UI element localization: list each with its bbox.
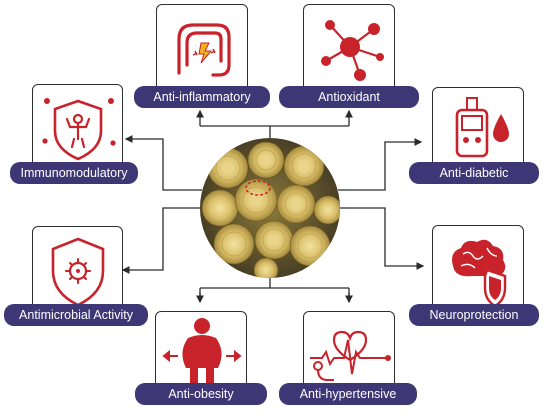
- connector-left-upper: [124, 135, 202, 191]
- obese-person-icon: [162, 318, 242, 384]
- brain-shield-icon: [452, 239, 507, 308]
- card-antioxidant: [303, 4, 395, 96]
- label-anti-hypertensive: Anti-hypertensive: [279, 383, 417, 405]
- label-anti-obesity: Anti-obesity: [135, 383, 267, 405]
- connector-bottom: [199, 278, 350, 296]
- card-neuroprotection: [432, 225, 524, 317]
- card-immunomodulatory: [32, 84, 123, 176]
- label-anti-inflammatory: Anti-inflammatory: [134, 86, 270, 108]
- connector-right-lower: [338, 207, 425, 270]
- connector-right-upper: [338, 138, 423, 191]
- label-neuroprotection: Neuroprotection: [409, 304, 539, 326]
- strong-person-shield-icon: [42, 98, 116, 168]
- label-antimicrobial: Antimicrobial Activity: [4, 304, 148, 326]
- card-anti-inflammatory: [156, 4, 248, 96]
- molecule-network-icon: [321, 20, 384, 81]
- glucose-meter-icon: [455, 97, 509, 158]
- connector-top: [199, 112, 350, 138]
- connector-left-lower: [121, 207, 202, 274]
- label-immunomodulatory: Immunomodulatory: [10, 162, 138, 184]
- label-antioxidant: Antioxidant: [279, 86, 419, 108]
- inflamed-intestine-icon: [177, 23, 231, 77]
- label-anti-diabetic: Anti-diabetic: [409, 162, 539, 184]
- heartbeat-stethoscope-icon: [310, 330, 391, 381]
- chrysanthemum-photo: [200, 138, 340, 278]
